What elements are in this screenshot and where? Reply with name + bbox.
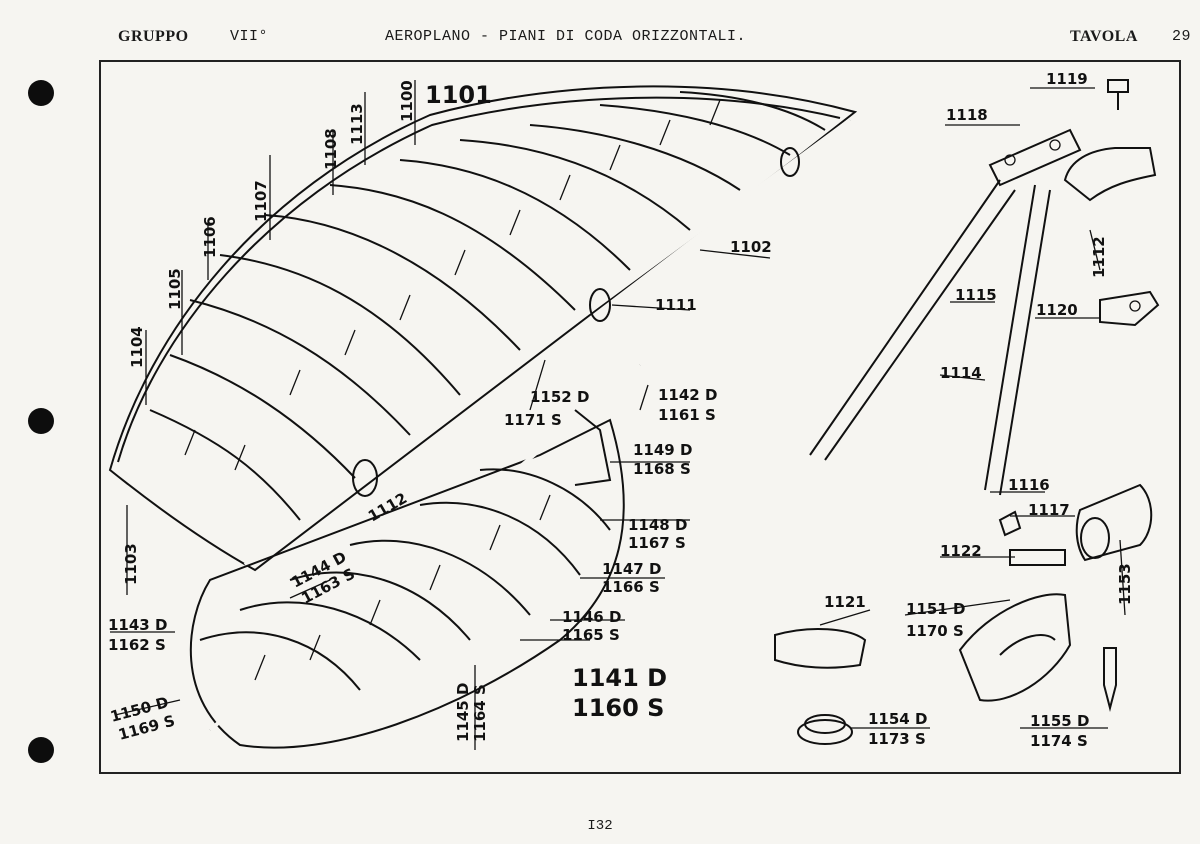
part-label: 1171 S [504, 411, 562, 429]
table-number: 29 [1172, 28, 1192, 45]
part-label: 1106 [201, 216, 219, 258]
part-label: 1166 S [602, 578, 660, 596]
part-labels: 1101 1100 1113 1108 1107 1106 1105 1104 … [108, 70, 1134, 750]
part-label: 1154 D [868, 710, 927, 728]
part-label: 1117 [1028, 501, 1070, 519]
page-title: AEROPLANO - PIANI DI CODA ORIZZONTALI. [385, 28, 747, 45]
part-label: 1165 S [562, 626, 620, 644]
part-label: 1107 [252, 180, 270, 222]
part-label: 1168 S [633, 460, 691, 478]
part-label: 1104 [128, 326, 146, 368]
part-label: 1100 [398, 80, 416, 122]
part-label: 1115 [955, 286, 997, 304]
part-label: 1108 [322, 128, 340, 170]
table-label: TAVOLA [1070, 28, 1138, 45]
part-label: 1147 D [602, 560, 661, 578]
part-label: 1114 [940, 364, 982, 382]
part-label: 1119 [1046, 70, 1088, 88]
part-label: 1155 D [1030, 712, 1089, 730]
part-label: 1164 S [471, 684, 489, 742]
part-label: 1145 D [454, 683, 472, 742]
part-label: 1143 D [108, 616, 167, 634]
part-label: 1121 [824, 593, 866, 611]
part-label: 1170 S [906, 622, 964, 640]
upper-tailplane-frame [108, 85, 858, 572]
part-label: 1141 D [572, 664, 667, 692]
lower-tailplane-frame [189, 363, 642, 749]
group-number: VII° [230, 28, 269, 45]
part-label: 1101 [425, 81, 492, 109]
part-label: 1161 S [658, 406, 716, 424]
part-label: 1122 [940, 542, 982, 560]
part-label: 1102 [730, 238, 772, 256]
part-label: 1116 [1008, 476, 1050, 494]
part-label: 1113 [348, 103, 366, 145]
strut-assembly [809, 128, 1082, 496]
binder-hole [28, 408, 54, 434]
part-label: 1174 S [1030, 732, 1088, 750]
small-parts [774, 79, 1160, 745]
part-label: 1112 [365, 489, 410, 525]
drawing-frame [99, 60, 1181, 774]
page-header: GRUPPO VII° AEROPLANO - PIANI DI CODA OR… [0, 28, 1200, 52]
part-label: 1152 D [530, 388, 589, 406]
binder-hole [28, 80, 54, 106]
part-label: 1173 S [868, 730, 926, 748]
part-label: 1160 S [572, 694, 664, 722]
part-label: 1162 S [108, 636, 166, 654]
part-label: 1149 D [633, 441, 692, 459]
part-label: 1103 [122, 543, 140, 585]
binder-hole [28, 737, 54, 763]
part-label: 1111 [655, 296, 697, 314]
group-label: GRUPPO [118, 28, 189, 45]
part-label: 1148 D [628, 516, 687, 534]
part-label: 1142 D [658, 386, 717, 404]
part-label: 1167 S [628, 534, 686, 552]
part-label: 1146 D [562, 608, 621, 626]
part-label: 1153 [1116, 563, 1134, 605]
part-label: 1118 [946, 106, 988, 124]
part-label: 1120 [1036, 301, 1078, 319]
part-label: 1112 [1090, 236, 1108, 278]
leader-lines [110, 80, 1126, 750]
page-number: I32 [587, 818, 613, 834]
part-label: 1151 D [906, 600, 965, 618]
part-label: 1105 [166, 268, 184, 310]
